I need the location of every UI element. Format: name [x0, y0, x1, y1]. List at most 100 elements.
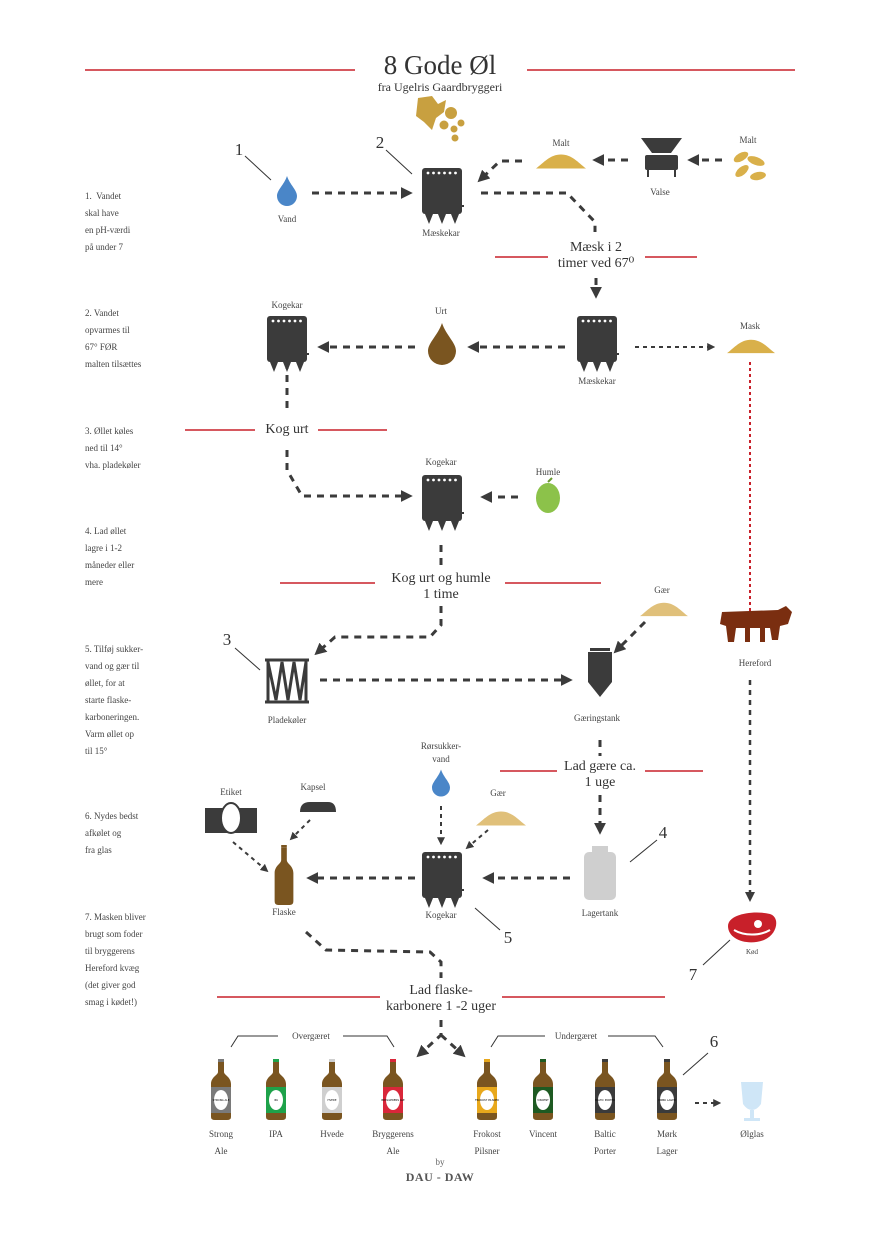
beer-name: Strong Ale	[208, 1129, 234, 1156]
hereford-cow-icon	[720, 606, 792, 642]
mask-pile-icon	[727, 339, 775, 354]
step-number-3: 3	[222, 630, 232, 649]
label-urt: Urt	[435, 306, 447, 316]
beer-label-text: IPA	[274, 1098, 278, 1102]
water-drop-icon	[277, 176, 297, 206]
yeast-pile-icon	[640, 602, 688, 617]
step-number-6: 6	[709, 1032, 719, 1051]
beer-label-text: BALTIC PORTER	[595, 1098, 615, 1102]
arrow-gaer-kogekar	[465, 829, 489, 850]
label-hereford: Hereford	[738, 658, 772, 668]
label-valse: Valse	[650, 187, 670, 197]
beer-bottle-icon: BRYGGERENS ALE	[381, 1059, 405, 1120]
mill-icon	[641, 138, 682, 177]
label-mask: Mask	[740, 321, 760, 331]
beer-bottle-icon: IPA	[266, 1059, 286, 1120]
label-koed: Kød	[745, 948, 759, 956]
fermentation-tank-icon	[588, 648, 612, 697]
beer-bottle-icon: VINCENT	[533, 1059, 553, 1120]
beer-bottles: STRONG ALE IPA HVEDE BRYGGERENS ALE FROK…	[211, 1059, 677, 1120]
step-note-5: 5. Tilføj sukker- vand og gær til øllet,…	[85, 644, 144, 756]
step-number-7: 7	[688, 965, 698, 984]
arrow-kog-kogekar	[285, 450, 413, 502]
arrow-to-undergaeret	[439, 1033, 466, 1058]
page-title: 8 Gode Øl	[383, 50, 497, 80]
step-number-4: 4	[658, 823, 668, 842]
label-maeskekar: Mæskekar	[422, 228, 460, 238]
arrow-to-pladekoeler	[314, 606, 443, 656]
step-note-6: 6. Nydes bedst afkølet og fra glas	[85, 811, 139, 855]
line-maesk	[481, 191, 597, 232]
urt-drop-icon	[428, 323, 456, 365]
beer-bottle-icon: MØRK LAGER	[657, 1059, 677, 1120]
label-vand: Vand	[277, 214, 297, 224]
beer-bottle-icon: BALTIC PORTER	[595, 1059, 615, 1120]
beer-label-text: FROKOST PILSNER	[475, 1098, 499, 1102]
yeast-pile-icon-2	[476, 811, 526, 826]
label-pladekoeler: Pladekøler	[267, 715, 307, 725]
beer-name: Bryggerens Ale	[372, 1129, 414, 1156]
label-malt: Malt	[552, 138, 570, 148]
beer-label-text: VINCENT	[537, 1098, 549, 1102]
grape-leaf-logo	[416, 96, 465, 142]
label-gaer: Gær	[654, 585, 670, 595]
label-maeskekar-2: Mæskekar	[578, 376, 616, 386]
credit-by: by	[435, 1157, 445, 1167]
stage-kog-urt: Kog urt	[265, 422, 309, 437]
lagertank-icon	[584, 846, 616, 900]
beer-name: Mørk Lager	[656, 1129, 678, 1156]
bottle-cap-icon	[300, 802, 336, 812]
roersukkervand-drop-icon	[432, 769, 450, 797]
arrow-kapsel-flaske	[289, 819, 311, 841]
step-note-1: 1. Vandet skal have en pH-værdi på under…	[85, 191, 131, 252]
arrow-to-overgaeret	[416, 1020, 443, 1058]
label-lagertank: Lagertank	[581, 908, 619, 918]
beer-label-text: HVEDE	[328, 1098, 337, 1102]
label-flaske: Flaske	[272, 907, 296, 917]
beer-bottle-icon: FROKOST PILSNER	[475, 1059, 499, 1120]
maeskekar-tank-icon	[422, 168, 464, 224]
arrow-etiket-flaske	[232, 841, 269, 873]
step-note-2: 2. Vandet opvarmes til 67° FØR malten ti…	[85, 308, 142, 369]
beer-name: Baltic Porter	[594, 1129, 616, 1156]
stage-maesk: Mæsk i 2 timer ved 67⁰	[557, 240, 635, 271]
step-note-7: 7. Masken bliver brugt som foder til bry…	[85, 912, 146, 1007]
label-kogekar-2: Kogekar	[425, 457, 457, 467]
label-gaer-2: Gær	[490, 788, 506, 798]
beer-glass-icon	[741, 1082, 763, 1121]
malt-grains-icon	[733, 151, 766, 181]
group-undergaeret: Undergæret	[550, 1031, 602, 1041]
steak-icon	[728, 912, 777, 943]
stage-kog-urt-humle: Kog urt og humle 1 time	[391, 571, 491, 602]
arrow-malt-maeskekar	[477, 159, 522, 183]
kogekar-tank-icon	[267, 316, 309, 372]
beer-name: IPA	[269, 1129, 283, 1139]
label-kogekar-3: Kogekar	[425, 910, 457, 920]
kogekar-tank-icon-3	[422, 852, 464, 908]
label-humle: Humle	[535, 467, 561, 477]
stage-lad-gaere: Lad gære ca. 1 uge	[564, 759, 636, 790]
arrow-gaer-gaering	[613, 620, 647, 654]
step-note-3: 3. Øllet køles ned til 14° vha. pladekøl…	[85, 426, 141, 470]
label-icon	[205, 802, 257, 834]
step-note-4: 4. Lad øllet lagre i 1-2 måneder eller m…	[85, 526, 135, 587]
beer-label-text: BRYGGERENS ALE	[381, 1098, 405, 1102]
kogekar-tank-icon-2	[422, 475, 464, 531]
beer-bottle-icon: HVEDE	[322, 1059, 342, 1120]
plate-cooler-icon	[265, 658, 309, 704]
beer-name: Vincent	[529, 1129, 557, 1139]
label-gaeringstank: Gæringstank	[574, 713, 620, 723]
label-kapsel: Kapsel	[300, 782, 326, 792]
group-overgaeret: Overgæret	[288, 1031, 334, 1041]
credit-brand: DAU - DAW	[405, 1170, 475, 1184]
beer-name: Frokost Pilsner	[473, 1129, 501, 1156]
bottle-icon	[274, 845, 294, 905]
red-rules	[85, 69, 795, 998]
beer-bottle-icon: STRONG ALE	[211, 1059, 231, 1120]
label-etiket: Etiket	[220, 787, 242, 797]
page-subtitle: fra Ugelris Gaardbryggeri	[377, 80, 503, 94]
label-kogekar: Kogekar	[271, 300, 303, 310]
step-number-2: 2	[375, 133, 385, 152]
